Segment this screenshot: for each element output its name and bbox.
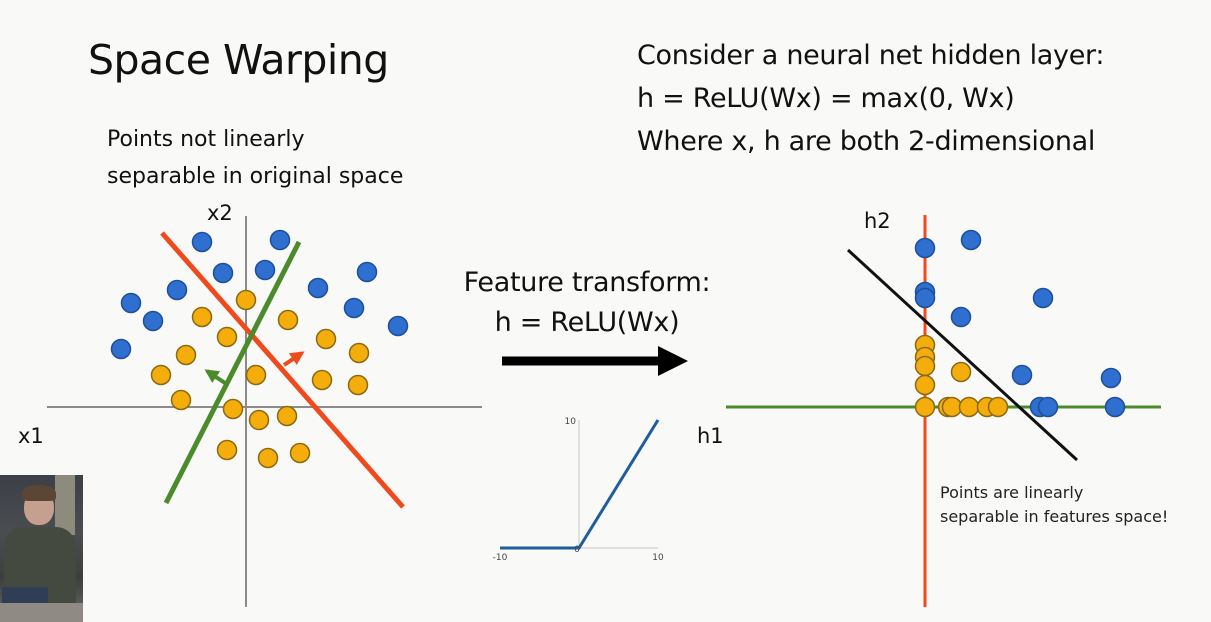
blue-point	[110, 338, 132, 360]
presenter-hair	[22, 485, 56, 501]
separable-note: Points are linearly separable in feature…	[940, 481, 1168, 529]
left-caption-line-1: Points not linearly	[107, 127, 305, 152]
orange-point	[277, 309, 299, 331]
orange-point	[315, 328, 337, 350]
orange-point	[950, 361, 972, 383]
x1-axis-label: x1	[18, 424, 44, 448]
blue-point	[387, 315, 409, 337]
relu-curve	[500, 419, 660, 550]
hidden-layer-description: Consider a neural net hidden layer: h = …	[637, 34, 1104, 163]
relu-y-tick: 10	[565, 417, 577, 427]
blue-point	[1037, 396, 1059, 418]
webcam-laptop	[2, 587, 48, 605]
orange-point	[987, 396, 1009, 418]
orange-point	[191, 306, 213, 328]
blue-point	[914, 287, 936, 309]
orange-point	[347, 374, 369, 396]
blue-point	[343, 297, 365, 319]
blue-point	[1100, 367, 1122, 389]
green-normal-arrow-head	[204, 369, 221, 383]
blue-point	[914, 237, 936, 259]
orange-point	[216, 326, 238, 348]
orange-point	[222, 398, 244, 420]
orange-point	[175, 344, 197, 366]
webcam-desk	[0, 603, 83, 622]
blue-point	[356, 261, 378, 283]
orange-point	[170, 389, 192, 411]
orange-point	[958, 396, 980, 418]
slide-title: Space Warping	[88, 36, 389, 84]
left-caption-line-2: separable in original space	[107, 164, 404, 189]
relu-x-tick: -10	[493, 553, 508, 563]
green-decision-line	[163, 240, 302, 505]
feature-space-separator	[846, 248, 1079, 462]
blue-point	[166, 279, 188, 301]
red-decision-line	[160, 231, 405, 509]
blue-point	[1032, 287, 1054, 309]
blue-point	[142, 310, 164, 332]
orange-point	[235, 289, 257, 311]
transform-arrow-head	[658, 346, 688, 376]
orange-point	[914, 396, 936, 418]
note-line-1: Points are linearly	[940, 483, 1084, 502]
red-normal-arrow-head	[288, 351, 305, 365]
original-space-plot	[47, 216, 482, 607]
orange-point	[914, 355, 936, 377]
relu-plot: -10 0 10 10	[493, 417, 664, 563]
blue-point	[960, 229, 982, 251]
description-line-3: Where x, h are both 2-dimensional	[637, 126, 1096, 157]
orange-point	[311, 369, 333, 391]
blue-point	[120, 292, 142, 314]
orange-point	[248, 409, 270, 431]
blue-point	[254, 259, 276, 281]
feature-space-plot	[726, 215, 1161, 607]
orange-point	[276, 405, 298, 427]
blue-point	[212, 262, 234, 284]
description-line-1: Consider a neural net hidden layer:	[637, 40, 1105, 71]
orange-point	[941, 396, 963, 418]
orange-point	[289, 442, 311, 464]
x2-axis-label: x2	[207, 201, 233, 225]
orange-point	[150, 364, 172, 386]
note-line-2: separable in features space!	[940, 507, 1169, 526]
orange-point	[348, 342, 370, 364]
description-line-2: h = ReLU(Wx) = max(0, Wx)	[637, 83, 1015, 114]
presenter-webcam	[0, 475, 83, 622]
orange-point	[216, 439, 238, 461]
blue-point	[950, 306, 972, 328]
feature-transform-line-2: h = ReLU(Wx)	[494, 307, 680, 338]
feature-transform-line-1: Feature transform:	[463, 267, 711, 298]
blue-point	[191, 231, 213, 253]
relu-x-tick: 10	[652, 553, 664, 563]
webcam-background	[55, 475, 75, 535]
orange-point	[914, 374, 936, 396]
feature-transform-label: Feature transform: h = ReLU(Wx)	[452, 263, 722, 343]
orange-point	[245, 364, 267, 386]
relu-x-tick: 0	[574, 545, 580, 555]
blue-point	[269, 229, 291, 251]
blue-point	[307, 277, 329, 299]
h1-axis-label: h1	[697, 424, 724, 448]
transform-arrow	[502, 346, 688, 376]
orange-point	[257, 447, 279, 469]
blue-point	[1011, 364, 1033, 386]
blue-point	[1104, 396, 1126, 418]
h2-axis-label: h2	[864, 209, 891, 233]
left-caption: Points not linearly separable in origina…	[107, 121, 403, 195]
